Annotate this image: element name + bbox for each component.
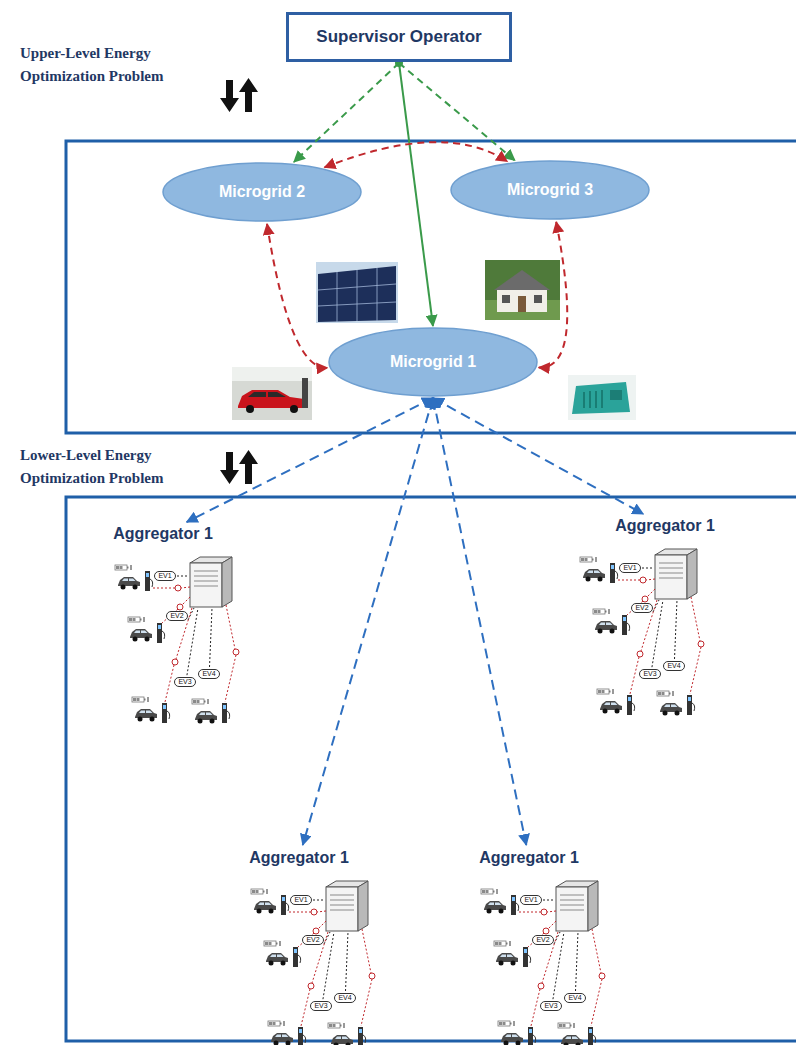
microgrid-ellipse: Microgrid 3 [450,160,650,220]
energy-link [294,63,399,162]
node-text: Aggregator 1 [249,849,349,867]
ev-tag: EV4 [564,993,586,1003]
aggregator-label: Aggregator 1 [245,847,353,869]
house-photo [485,260,560,320]
aggregator-label: Aggregator 1 [475,847,583,869]
energy-link [399,63,515,160]
energy-link [324,142,507,167]
ev-tag: EV3 [639,669,661,679]
ev-tag: EV4 [663,661,685,671]
level-label: Upper-Level Energy Optimization Problem [20,42,195,89]
aggregator-icon [251,881,375,1045]
energy-link [187,398,433,522]
aggregator-icon [115,557,239,724]
upper-level-frame [66,141,796,433]
energy-link [399,63,433,326]
aggregator-icon [481,881,605,1045]
node-text: Supervisor Operator [316,27,481,47]
ev-charging-photo [232,367,312,420]
aggregator-label: Aggregator 1 [611,515,719,537]
ev-tag: EV3 [310,1001,332,1011]
node-text: Microgrid 3 [507,181,593,199]
ev-tag: EV1 [154,571,176,581]
energy-link [433,398,643,514]
ev-tag: EV2 [302,935,324,945]
ev-tag: EV1 [520,895,542,905]
node-text: Aggregator 1 [479,849,579,867]
energy-link [303,398,433,845]
ev-tag: EV2 [166,611,188,621]
ev-tag: EV1 [619,563,641,573]
solar-panel-photo [316,262,398,323]
generator-photo [568,375,636,420]
node-text: Microgrid 1 [390,353,476,371]
node-text: Aggregator 1 [615,517,715,535]
ev-tag: EV2 [532,935,554,945]
aggregator-label: Aggregator 1 [109,523,217,545]
ev-tag: EV4 [198,669,220,679]
node-text: Aggregator 1 [113,525,213,543]
lower-level-frame [66,497,796,1041]
supervisor-box: Supervisor Operator [286,12,512,62]
energy-link [433,398,526,845]
ev-tag: EV3 [174,677,196,687]
aggregator-icon [580,549,704,716]
ev-tag: EV3 [540,1001,562,1011]
level-label: Lower-Level Energy Optimization Problem [20,444,195,491]
ev-tag: EV2 [631,603,653,613]
ev-tag: EV4 [334,993,356,1003]
updown-arrows [220,78,258,112]
energy-link [539,222,568,368]
updown-arrows [220,450,258,484]
microgrid-ellipse: Microgrid 1 [328,327,538,397]
microgrid-ellipse: Microgrid 2 [162,162,362,222]
node-text: Microgrid 2 [219,183,305,201]
ev-tag: EV1 [290,895,312,905]
energy-link [267,224,327,368]
